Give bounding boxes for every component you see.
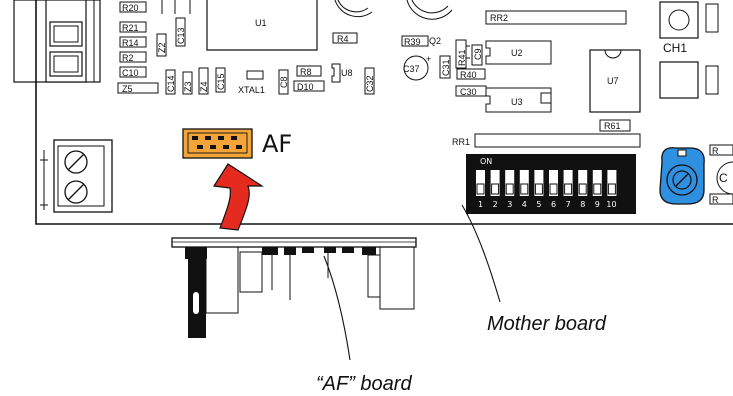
trimmer-potentiometer — [659, 147, 705, 205]
svg-text:+: + — [426, 54, 431, 64]
dip-lever-9 — [592, 170, 602, 196]
dip-lever-knob-3 — [505, 183, 514, 195]
af-board-caption: “AF” board — [316, 373, 412, 395]
label-r20: R20 — [122, 3, 139, 13]
insertion-arrow — [212, 163, 265, 231]
dip-lever-5 — [534, 170, 544, 196]
dip-lever-6 — [549, 170, 558, 196]
dip-lever-knob-2 — [491, 183, 500, 195]
label-c9: C9 — [473, 48, 483, 60]
dip-lever-knob-8 — [578, 183, 587, 195]
label-c8: C8 — [279, 76, 289, 88]
label-r61: R61 — [604, 121, 621, 131]
dip-lever-knob-6 — [549, 183, 558, 195]
label-c-right: C — [719, 171, 728, 185]
label-r-right-a: R — [712, 146, 719, 156]
label-c14: C14 — [166, 75, 176, 92]
label-r14: R14 — [122, 38, 139, 48]
mother-board-caption: Mother board — [487, 313, 607, 335]
label-ch1: CH1 — [663, 41, 687, 55]
dip-lever-knob-4 — [520, 183, 529, 195]
label-r41: R41 — [457, 49, 467, 66]
dip-number-3: 3 — [507, 200, 512, 209]
af-connector-label: AF — [262, 130, 292, 158]
dip-number-7: 7 — [566, 200, 571, 209]
dip-number-5: 5 — [536, 200, 541, 209]
dip-lever-knob-10 — [607, 183, 616, 195]
dip-lever-knob-1 — [476, 183, 485, 195]
label-q2: Q2 — [429, 36, 441, 46]
label-u7: U7 — [607, 76, 619, 86]
label-c32: C32 — [365, 75, 375, 92]
label-r39: R39 — [404, 37, 421, 47]
dip-lever-8 — [578, 170, 588, 196]
label-z3: Z3 — [183, 81, 193, 92]
label-z2: Z2 — [157, 42, 167, 53]
resistor-column: R20 R21 R14 R2 C10 Z5 — [117, 1, 159, 94]
leader-line-af-board — [323, 255, 351, 361]
label-z4: Z4 — [199, 81, 209, 92]
dip-number-2: 2 — [493, 200, 498, 209]
dip-lever-knob-5 — [534, 183, 543, 195]
label-c13: C13 — [176, 27, 186, 44]
label-c30: C30 — [460, 87, 477, 97]
dip-number-10: 10 — [606, 200, 616, 209]
dip-number-6: 6 — [551, 200, 556, 209]
label-rr2: RR2 — [490, 13, 508, 23]
dip-lever-3 — [505, 170, 515, 196]
dip-lever-knob-9 — [593, 183, 602, 195]
label-u3: U3 — [511, 97, 523, 107]
dip-lever-4 — [519, 170, 529, 196]
label-r-right-b: R — [712, 195, 719, 205]
terminal-block-top — [13, 0, 101, 83]
label-r40: R40 — [460, 70, 477, 80]
label-c37: C37 — [403, 64, 420, 74]
label-xtal1: XTAL1 — [238, 85, 265, 95]
label-rr1: RR1 — [452, 137, 470, 147]
dip-lever-1 — [476, 170, 485, 196]
label-d10: D10 — [297, 82, 314, 92]
label-u8: U8 — [341, 68, 353, 78]
label-c10: C10 — [122, 68, 139, 78]
label-u2: U2 — [511, 48, 523, 58]
af-board — [171, 237, 417, 338]
dip-on-label: ON — [480, 157, 492, 166]
label-z5: Z5 — [122, 84, 133, 94]
dip-lever-10 — [607, 170, 617, 196]
af-connector — [182, 128, 253, 159]
dip-number-1: 1 — [478, 200, 483, 209]
label-u1: U1 — [255, 18, 267, 28]
label-r4: R4 — [337, 34, 349, 44]
label-c31: C31 — [441, 59, 451, 76]
dip-lever-2 — [490, 170, 500, 196]
label-r8: R8 — [300, 67, 312, 77]
label-r2: R2 — [122, 53, 134, 63]
dip-number-9: 9 — [595, 200, 600, 209]
label-r21: R21 — [122, 23, 139, 33]
dip-number-4: 4 — [522, 200, 527, 209]
dip-number-8: 8 — [580, 200, 585, 209]
label-c15: C15 — [216, 73, 226, 90]
leader-line-motherboard — [461, 204, 501, 303]
motherboard-outline — [35, 0, 733, 225]
dip-lever-7 — [563, 170, 573, 196]
dip-lever-knob-7 — [564, 183, 573, 195]
screw-terminal — [40, 139, 113, 213]
dip-levers — [476, 170, 617, 196]
